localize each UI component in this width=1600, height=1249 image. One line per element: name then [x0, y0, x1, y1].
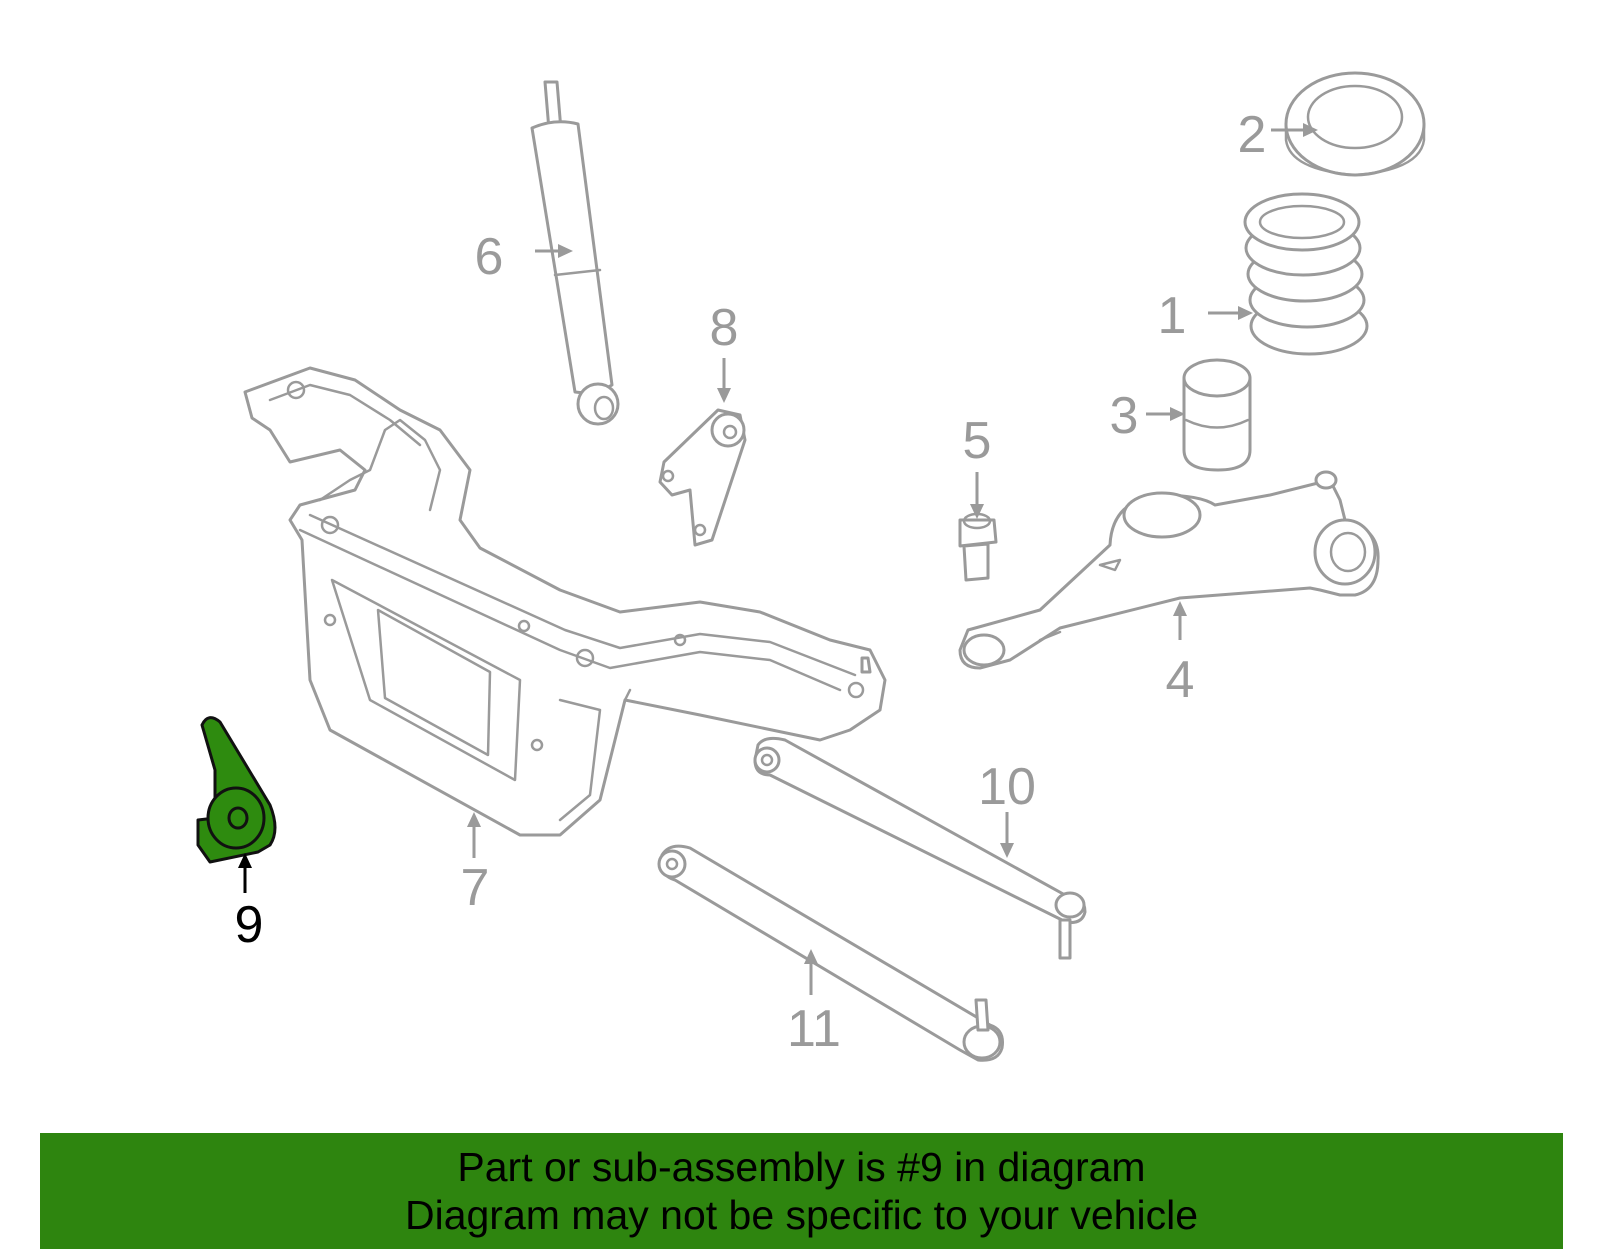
part-6-shock-absorber	[530, 80, 620, 426]
callout-2: 2	[1238, 106, 1267, 164]
callout-10: 10	[978, 758, 1036, 816]
part-8-bracket	[658, 408, 747, 547]
callout-5: 5	[963, 412, 992, 470]
part-4-control-arm	[958, 470, 1380, 670]
callout-4: 4	[1166, 651, 1195, 709]
banner-line-2: Diagram may not be specific to your vehi…	[404, 1192, 1198, 1238]
callout-6: 6	[475, 228, 504, 286]
info-banner: Part or sub-assembly is #9 in diagram Di…	[40, 1133, 1563, 1249]
part-2-spring-seat	[1284, 71, 1426, 177]
part-5-bolt	[958, 512, 998, 582]
callout-7: 7	[461, 859, 490, 917]
part-9-mount-bracket-highlighted	[196, 716, 277, 864]
callout-3: 3	[1110, 387, 1139, 445]
part-3-bump-stop	[1182, 358, 1252, 472]
part-1-coil-spring	[1243, 192, 1369, 356]
part-10-lateral-link	[753, 736, 1087, 960]
callout-8: 8	[710, 299, 739, 357]
part-7-crossmember	[243, 366, 887, 837]
banner-line-1: Part or sub-assembly is #9 in diagram	[457, 1144, 1146, 1190]
callout-arrows	[467, 123, 1318, 995]
part-11-lateral-link	[657, 844, 1004, 1062]
callout-1: 1	[1158, 287, 1187, 345]
callout-9: 9	[235, 896, 264, 954]
callout-arrow-9	[238, 853, 252, 893]
callout-11: 11	[787, 1000, 841, 1058]
